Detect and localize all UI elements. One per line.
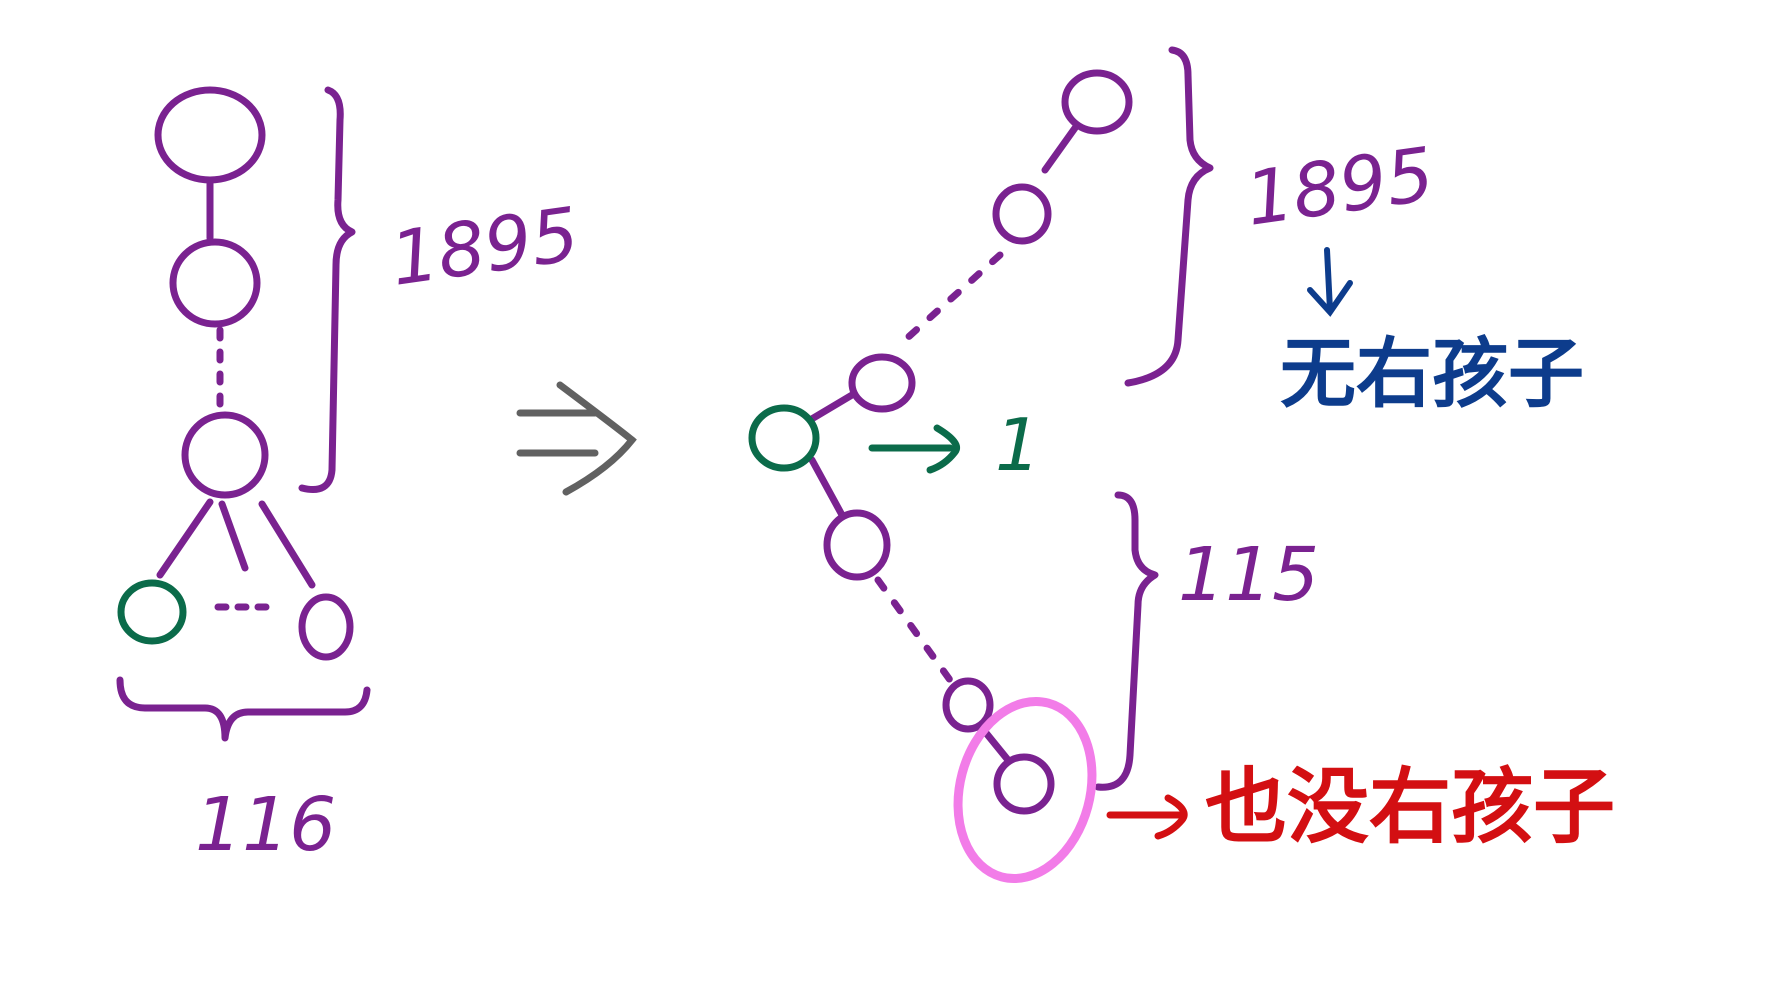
blue-arrow <box>1307 247 1353 317</box>
blue-arrow-head <box>1307 280 1353 317</box>
right-lower-note: 也没右孩子 <box>1205 760 1615 855</box>
right-upper-brace <box>1124 46 1214 387</box>
arrow-head <box>556 381 637 496</box>
right-edge-top-to-2 <box>1041 124 1079 174</box>
left-edge-to-middle-child <box>218 500 249 572</box>
transform-arrow <box>516 381 637 496</box>
left-root-node <box>154 86 266 184</box>
red-arrow-head <box>1154 794 1188 840</box>
right-upper-note: 无右孩子 <box>1280 329 1584 418</box>
right-lower-brace <box>1094 491 1159 791</box>
left-children-brace <box>116 676 371 742</box>
left-children-count-label: 116 <box>195 782 336 868</box>
red-arrow <box>1106 794 1188 840</box>
right-edge-to-green <box>806 391 856 424</box>
right-tree <box>806 46 1214 815</box>
left-chain-count-label: 1895 <box>386 191 584 302</box>
right-dotted-upper-chain <box>901 251 1004 344</box>
right-edge-green-to-lower <box>808 456 846 519</box>
highlight-circle <box>953 696 1097 884</box>
blue-arrow-line <box>1324 247 1333 313</box>
right-lower-count-label: 115 <box>1178 532 1319 618</box>
right-last-node <box>993 753 1055 815</box>
left-child-right-node <box>298 593 354 661</box>
right-middle-count-label: 1 <box>995 403 1041 487</box>
right-lower-node-1 <box>823 509 891 581</box>
right-upper-count-label: 1895 <box>1241 131 1439 242</box>
left-edge-to-green-child <box>156 498 214 579</box>
left-chain-brace <box>298 86 356 493</box>
left-edge-to-right-child <box>258 500 316 589</box>
left-node-bottom <box>181 411 269 499</box>
left-green-child-node <box>117 579 187 645</box>
right-green-node <box>748 404 820 472</box>
right-dotted-lower-chain <box>874 576 954 684</box>
green-arrow <box>868 424 960 474</box>
left-tree <box>116 86 371 742</box>
right-top-node <box>1061 69 1133 135</box>
green-arrow-head <box>926 424 960 474</box>
right-node-2 <box>992 183 1052 245</box>
right-node-before-green <box>848 353 916 413</box>
left-node-2 <box>169 238 261 328</box>
right-lower-node-2 <box>942 677 994 733</box>
